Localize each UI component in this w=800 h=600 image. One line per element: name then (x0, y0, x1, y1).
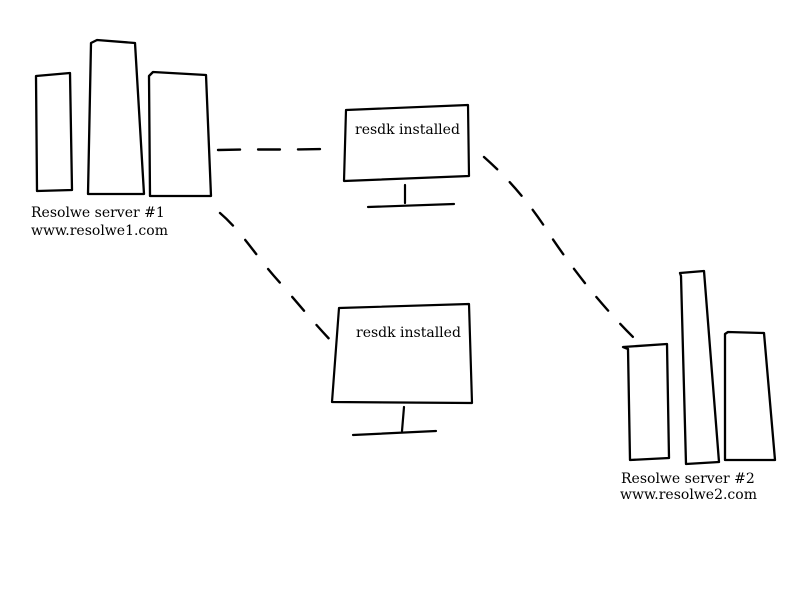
server-2-tower-middle (678, 269, 721, 466)
connection-lines (216, 147, 635, 346)
server-1-label-name: Resolwe server #1 (31, 205, 165, 221)
client-bottom-monitor (330, 302, 474, 405)
server-1-tower-right (147, 70, 213, 198)
client-top-label: resdk installed (355, 122, 460, 138)
connection-server1-to-bottom-client (218, 211, 336, 346)
client-bottom-label: resdk installed (356, 325, 461, 341)
server-2-tower-left (621, 342, 671, 462)
client-top-base (366, 202, 456, 209)
server-1-cluster (34, 38, 213, 198)
client-bottom-stand (400, 405, 406, 433)
connection-top-client-to-server2 (482, 155, 635, 339)
client-top-monitor (342, 103, 471, 183)
server-2-cluster (621, 269, 777, 466)
server-1-tower-middle (86, 38, 146, 196)
client-bottom-base (351, 429, 438, 437)
client-bottom-computer (330, 302, 474, 437)
server-2-label-name: Resolwe server #2 (621, 471, 755, 487)
server-2-tower-right (723, 330, 777, 462)
client-top-computer (342, 103, 471, 209)
server-1-tower-left (34, 71, 74, 193)
server-1-label-url: www.resolwe1.com (31, 223, 168, 239)
server-2-label-url: www.resolwe2.com (620, 487, 757, 503)
connection-server1-to-top-client (216, 147, 324, 152)
